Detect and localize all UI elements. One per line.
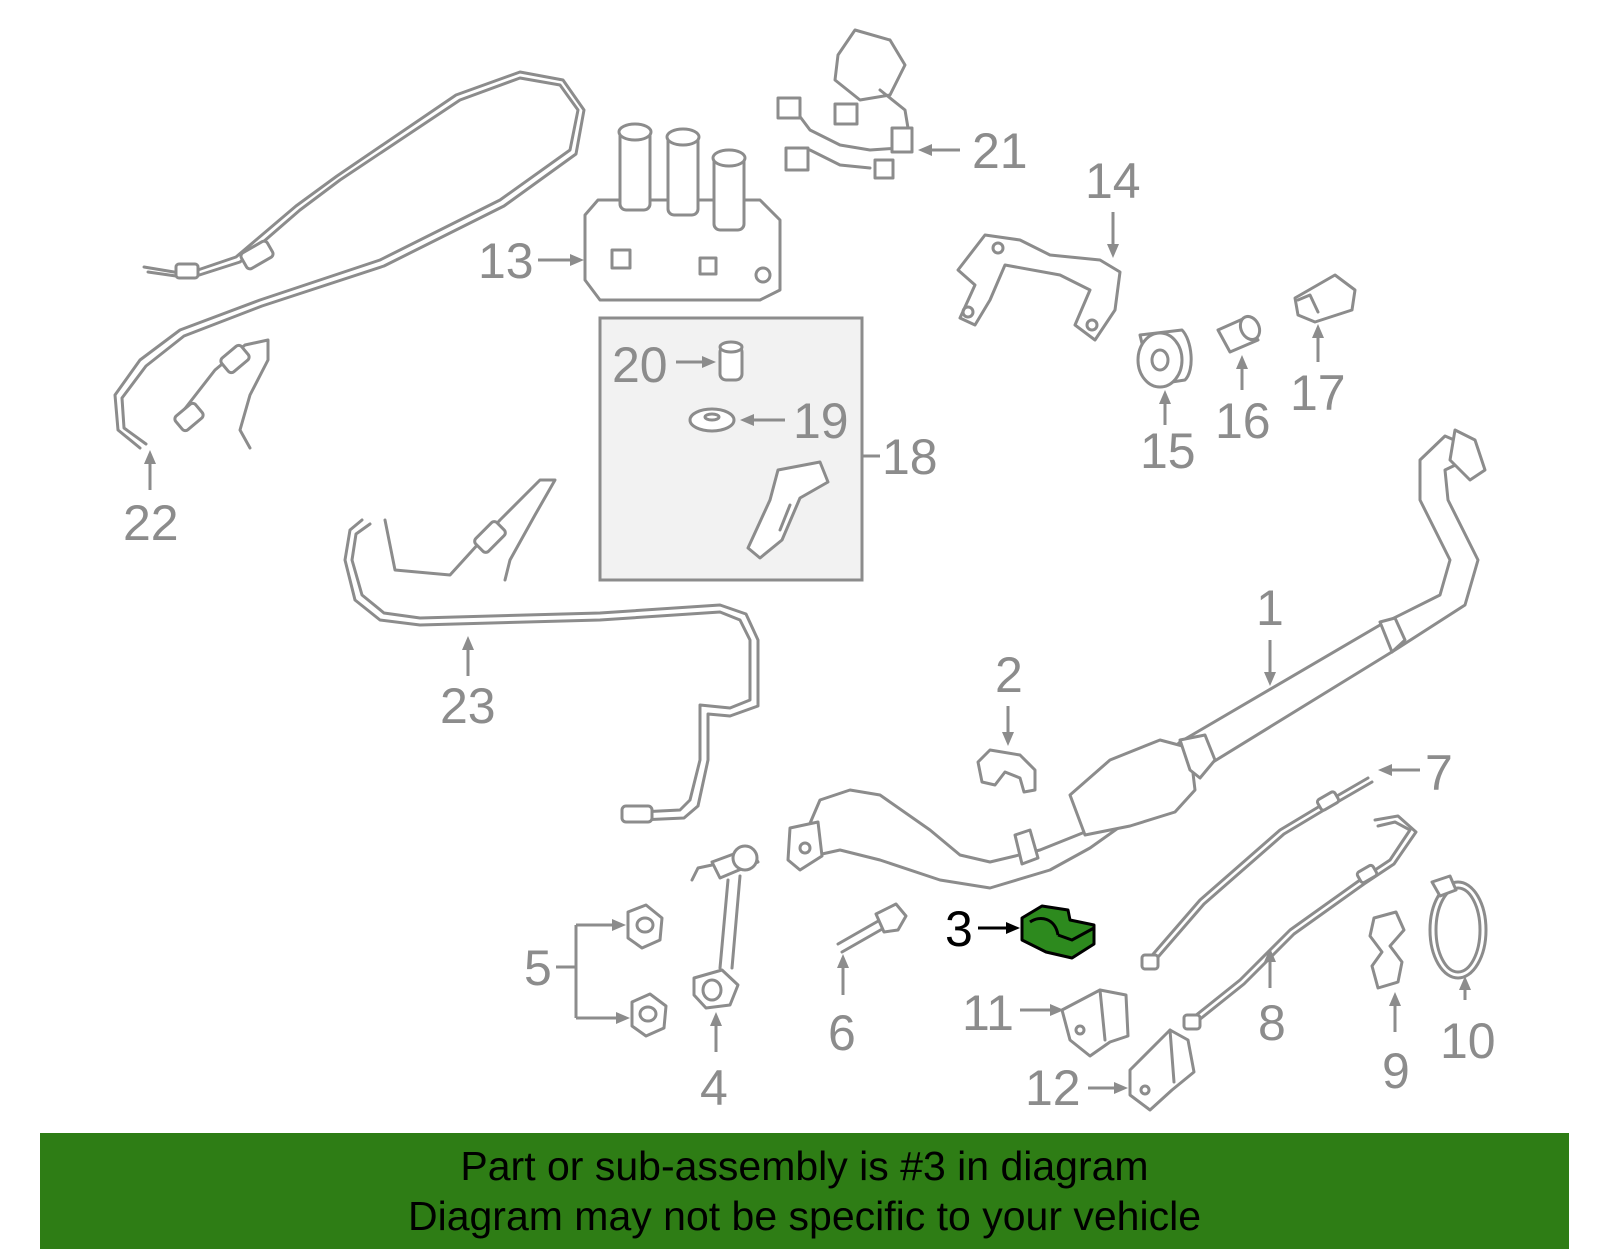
svg-text:20: 20 [612, 337, 668, 393]
svg-text:2: 2 [995, 647, 1023, 703]
svg-text:5: 5 [524, 940, 552, 996]
part-8-sensor-cable [1182, 814, 1418, 1031]
callout-22: 22 [123, 450, 179, 551]
svg-text:21: 21 [972, 123, 1028, 179]
svg-text:9: 9 [1382, 1043, 1410, 1099]
part-18-subassembly-box [598, 316, 864, 582]
callout-19: 19 [740, 393, 849, 449]
svg-text:23: 23 [440, 678, 496, 734]
callout-11: 11 [962, 985, 1064, 1041]
callout-10: 10 [1440, 976, 1496, 1069]
callout-5: 5 [524, 919, 630, 1024]
svg-text:11: 11 [962, 985, 1014, 1041]
svg-text:17: 17 [1290, 365, 1346, 421]
part-3-stabilizer-bushing-highlighted [1020, 904, 1096, 960]
banner-line-disclaimer: Diagram may not be specific to your vehi… [407, 1193, 1201, 1239]
part-7-sensor-cable [1140, 776, 1374, 971]
svg-text:13: 13 [478, 233, 534, 289]
svg-text:8: 8 [1258, 995, 1286, 1051]
callout-21: 21 [918, 123, 1028, 179]
callout-16: 16 [1215, 355, 1271, 449]
svg-text:7: 7 [1425, 745, 1453, 801]
part-15-bushing [1136, 328, 1193, 389]
svg-text:14: 14 [1085, 153, 1141, 209]
svg-text:15: 15 [1140, 423, 1196, 479]
callout-2: 2 [995, 647, 1023, 746]
callout-23: 23 [440, 636, 496, 734]
part-21-wiring-harness [776, 28, 914, 180]
callout-8: 8 [1258, 948, 1286, 1051]
part-12-bracket [1128, 1028, 1196, 1112]
part-17-hex-sleeve [1293, 273, 1357, 324]
part-16-sleeve [1216, 314, 1262, 354]
callout-7: 7 [1378, 745, 1453, 801]
callout-17: 17 [1290, 324, 1346, 421]
part-23-fluid-line [343, 478, 760, 824]
part-9-clip [1368, 910, 1406, 990]
part-11-bracket [1060, 988, 1130, 1058]
svg-text:18: 18 [882, 429, 938, 485]
svg-text:3: 3 [945, 901, 973, 957]
callout-12: 12 [1025, 1060, 1128, 1116]
part-1-stabilizer-bar [786, 428, 1487, 890]
svg-text:4: 4 [700, 1060, 728, 1116]
part-10-clamp [1428, 874, 1488, 980]
svg-text:12: 12 [1025, 1060, 1081, 1116]
part-14-bracket [956, 233, 1122, 342]
svg-text:22: 22 [123, 495, 179, 551]
part-13-valve-block [583, 122, 782, 302]
part-2-bushing-half [976, 748, 1037, 794]
info-banner: Part or sub-assembly is #3 in diagram Di… [40, 1133, 1569, 1249]
callout-14: 14 [1085, 153, 1141, 258]
callout-1: 1 [1256, 580, 1284, 686]
banner-line-part: Part or sub-assembly is #3 in diagram [460, 1143, 1149, 1189]
callout-15: 15 [1140, 390, 1196, 479]
callout-4: 4 [700, 1012, 728, 1116]
callout-18: 18 [862, 429, 938, 485]
svg-text:19: 19 [793, 393, 849, 449]
part-4-stabilizer-link [690, 844, 760, 1010]
svg-text:16: 16 [1215, 393, 1271, 449]
callout-13: 13 [478, 233, 584, 289]
part-5-nuts [626, 903, 668, 1038]
svg-text:6: 6 [828, 1005, 856, 1061]
callout-20: 20 [612, 337, 716, 393]
part-6-bolt [836, 902, 908, 954]
part-22-fluid-line [113, 70, 586, 450]
callout-6: 6 [828, 954, 856, 1061]
svg-text:1: 1 [1256, 580, 1284, 636]
svg-text:10: 10 [1440, 1013, 1496, 1069]
callout-9: 9 [1382, 992, 1410, 1099]
callout-3: 3 [945, 901, 1020, 957]
